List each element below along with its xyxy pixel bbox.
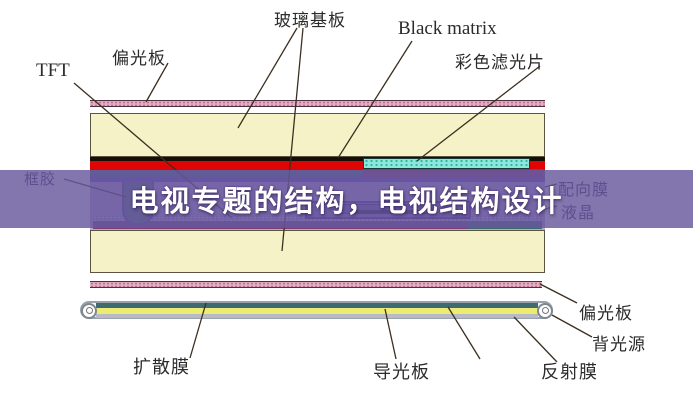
bottom-glass-substrate-layer [90, 230, 545, 273]
label-polarizer-bottom: 偏光板 [579, 304, 633, 323]
bottom-polarizer-layer [90, 281, 542, 288]
reflector-layer [96, 314, 538, 318]
label-reflector: 反射膜 [541, 362, 598, 382]
left-lamp-icon [81, 303, 97, 319]
title-banner: 电视专题的结构，电视结构设计 [0, 170, 693, 228]
banner-title: 电视专题的结构，电视结构设计 [129, 184, 564, 218]
red-filter-layer [90, 161, 545, 170]
black-matrix-layer [90, 157, 545, 161]
label-glass-substrate: 玻璃基板 [274, 11, 346, 30]
top-polarizer-layer [90, 100, 545, 107]
right-lamp-icon [537, 303, 553, 319]
label-light-guide: 导光板 [373, 362, 430, 382]
color-filter-layer [363, 158, 530, 169]
label-black-matrix: Black matrix [398, 18, 497, 39]
label-tft: TFT [36, 60, 70, 81]
light-guide-layer [96, 308, 538, 314]
diffuser-layer [96, 303, 538, 308]
label-diffuser: 扩散膜 [133, 357, 190, 377]
label-backlight: 背光源 [592, 335, 646, 354]
label-polarizer-top: 偏光板 [112, 49, 166, 68]
label-color-filter: 彩色滤光片 [455, 53, 545, 72]
